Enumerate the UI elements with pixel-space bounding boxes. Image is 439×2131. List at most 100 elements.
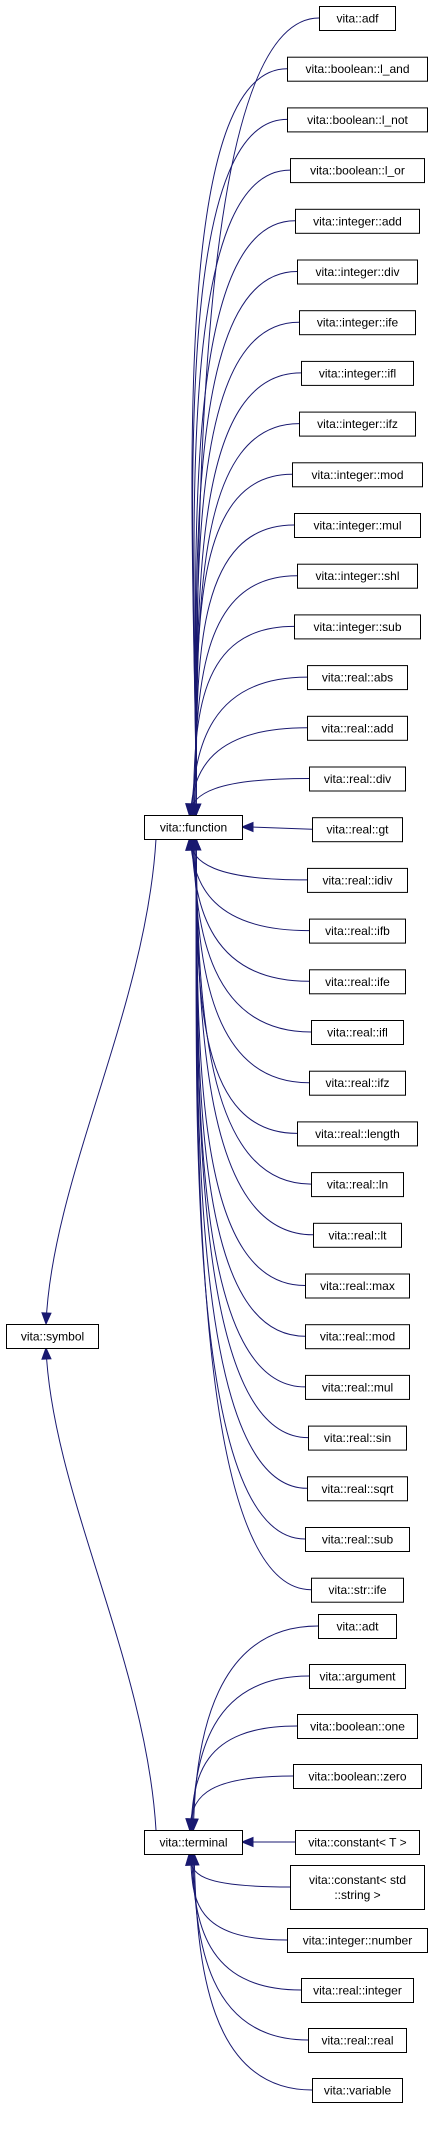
node-box xyxy=(290,1865,425,1910)
inheritance-edge-t_const_str-to-terminal xyxy=(185,1852,291,1888)
class-node-f-int-ifz[interactable]: vita::integer::ifz xyxy=(299,411,416,437)
class-node-f-real-sqrt[interactable]: vita::real::sqrt xyxy=(307,1476,408,1502)
node-label: vita::boolean::l_not xyxy=(307,113,408,127)
class-node-f-real-lt[interactable]: vita::real::lt xyxy=(313,1222,402,1248)
class-node-f-real-length[interactable]: vita::real::length xyxy=(297,1121,418,1147)
inheritance-edge-f_str_ife-to-function xyxy=(190,837,312,1591)
class-node-f-real-ifl[interactable]: vita::real::ifl xyxy=(311,1020,404,1045)
class-node-f-real-add[interactable]: vita::real::add xyxy=(307,715,408,741)
class-node-f-l-and[interactable]: vita::boolean::l_and xyxy=(287,56,428,82)
edge-line xyxy=(189,727,308,816)
class-node-f-adf[interactable]: vita::adf xyxy=(319,6,396,31)
inheritance-edge-t_variable-to-terminal xyxy=(189,1852,313,2091)
class-node-t-real-real[interactable]: vita::real::real xyxy=(308,2028,407,2053)
node-label: vita::integer::sub xyxy=(313,620,401,634)
class-node-f-int-div[interactable]: vita::integer::div xyxy=(297,259,418,285)
class-node-t-real-integer[interactable]: vita::real::integer xyxy=(301,1978,414,2003)
class-node-f-str-ife[interactable]: vita::str::ife xyxy=(311,1577,404,1603)
edge-line xyxy=(195,838,309,1439)
class-node-f-int-mod[interactable]: vita::integer::mod xyxy=(292,462,423,488)
class-node-f-real-ife[interactable]: vita::real::ife xyxy=(309,969,406,995)
class-node-f-real-ln[interactable]: vita::real::ln xyxy=(311,1172,404,1198)
class-node-f-real-sin[interactable]: vita::real::sin xyxy=(308,1425,407,1451)
class-node-f-real-abs[interactable]: vita::real::abs xyxy=(307,665,408,691)
edge-line xyxy=(191,1853,302,1991)
nodes-layer: vita::symbol vita::functionvita::terminal… xyxy=(6,6,428,2103)
edge-line xyxy=(188,1853,291,1888)
inheritance-edge-f_real_abs-to-function xyxy=(186,676,308,817)
node-box xyxy=(301,1978,414,2003)
class-node-t-variable[interactable]: vita::variable xyxy=(312,2078,403,2103)
node-label: vita::boolean::zero xyxy=(308,1770,406,1784)
class-node-f-int-ife[interactable]: vita::integer::ife xyxy=(299,310,416,336)
class-node-f-l-or[interactable]: vita::boolean::l_or xyxy=(290,158,425,184)
node-label: vita::str::ife xyxy=(328,1583,386,1597)
class-node-f-l-not[interactable]: vita::boolean::l_not xyxy=(287,107,428,133)
node-label: vita::real::sub xyxy=(322,1533,394,1547)
edge-line xyxy=(191,1675,310,1831)
class-node-f-real-mul[interactable]: vita::real::mul xyxy=(305,1374,410,1400)
class-node-symbol[interactable]: vita::symbol xyxy=(6,1324,99,1349)
class-node-t-bool-one[interactable]: vita::boolean::one xyxy=(297,1714,418,1739)
node-box xyxy=(305,1273,410,1299)
class-node-f-int-shl[interactable]: vita::integer::shl xyxy=(297,563,418,589)
class-node-t-const-T[interactable]: vita::constant< T > xyxy=(295,1830,420,1855)
edge-line xyxy=(193,1853,313,2091)
edge-line xyxy=(45,1347,157,1831)
edge-line xyxy=(189,1775,294,1831)
node-label: vita::real::real xyxy=(321,2034,393,2048)
class-node-t-const-str[interactable]: vita::constant< std::string > xyxy=(290,1865,425,1910)
class-node-f-real-gt[interactable]: vita::real::gt xyxy=(312,817,403,843)
class-node-f-int-mul[interactable]: vita::integer::mul xyxy=(294,513,421,538)
inheritance-edge-f_real_mod-to-function xyxy=(190,837,306,1337)
node-box xyxy=(307,867,408,893)
class-node-terminal[interactable]: vita::terminal xyxy=(144,1830,243,1855)
node-label: vita::real::mul xyxy=(322,1380,393,1394)
node-box xyxy=(311,1020,404,1045)
node-box xyxy=(297,1714,418,1739)
node-box xyxy=(144,1830,243,1855)
node-box xyxy=(299,310,416,336)
class-node-f-int-add[interactable]: vita::integer::add xyxy=(295,208,420,234)
class-node-t-int-number[interactable]: vita::integer::number xyxy=(287,1928,428,1953)
node-label: vita::function xyxy=(160,821,227,835)
edge-line xyxy=(193,169,291,816)
node-label: vita::boolean::l_or xyxy=(310,164,405,178)
node-box xyxy=(301,360,414,386)
node-box xyxy=(309,766,406,792)
edge-line xyxy=(195,838,312,1185)
node-label: vita::real::sqrt xyxy=(321,1482,394,1496)
edge-line xyxy=(191,838,310,982)
class-node-f-real-max[interactable]: vita::real::max xyxy=(305,1273,410,1299)
node-label: vita::real::idiv xyxy=(322,873,392,887)
class-node-f-int-ifl[interactable]: vita::integer::ifl xyxy=(301,360,414,386)
class-node-f-real-sub[interactable]: vita::real::sub xyxy=(305,1527,410,1552)
node-box xyxy=(292,462,423,488)
node-label: vita::real::add xyxy=(321,721,393,735)
edge-line xyxy=(251,826,313,830)
node-box xyxy=(287,56,428,82)
node-box xyxy=(294,513,421,538)
class-node-t-bool-zero[interactable]: vita::boolean::zero xyxy=(293,1764,422,1789)
inheritance-edge-f_int_ifz-to-function xyxy=(190,423,300,817)
inheritance-edge-f_real_ln-to-function xyxy=(190,837,312,1185)
inheritance-edge-f_l_or-to-function xyxy=(190,169,291,817)
node-label: vita::terminal xyxy=(159,1836,227,1850)
node-label: vita::variable xyxy=(324,2084,392,2098)
class-node-t-argument[interactable]: vita::argument xyxy=(309,1664,406,1689)
class-node-f-int-sub[interactable]: vita::integer::sub xyxy=(294,614,421,640)
node-box xyxy=(311,1172,404,1198)
class-node-f-real-ifz[interactable]: vita::real::ifz xyxy=(309,1070,406,1096)
class-node-f-real-mod[interactable]: vita::real::mod xyxy=(305,1324,410,1350)
class-node-f-real-div[interactable]: vita::real::div xyxy=(309,766,406,792)
class-node-function[interactable]: vita::function xyxy=(144,815,243,840)
class-node-f-real-ifb[interactable]: vita::real::ifb xyxy=(309,918,406,944)
node-label: vita::integer::number xyxy=(303,1934,412,1948)
edge-line xyxy=(192,625,295,816)
node-label: vita::real::lt xyxy=(328,1228,387,1242)
node-box xyxy=(308,2028,407,2053)
class-node-t-adt[interactable]: vita::adt xyxy=(318,1614,397,1639)
node-box xyxy=(290,158,425,184)
class-node-f-real-idiv[interactable]: vita::real::idiv xyxy=(307,867,408,893)
